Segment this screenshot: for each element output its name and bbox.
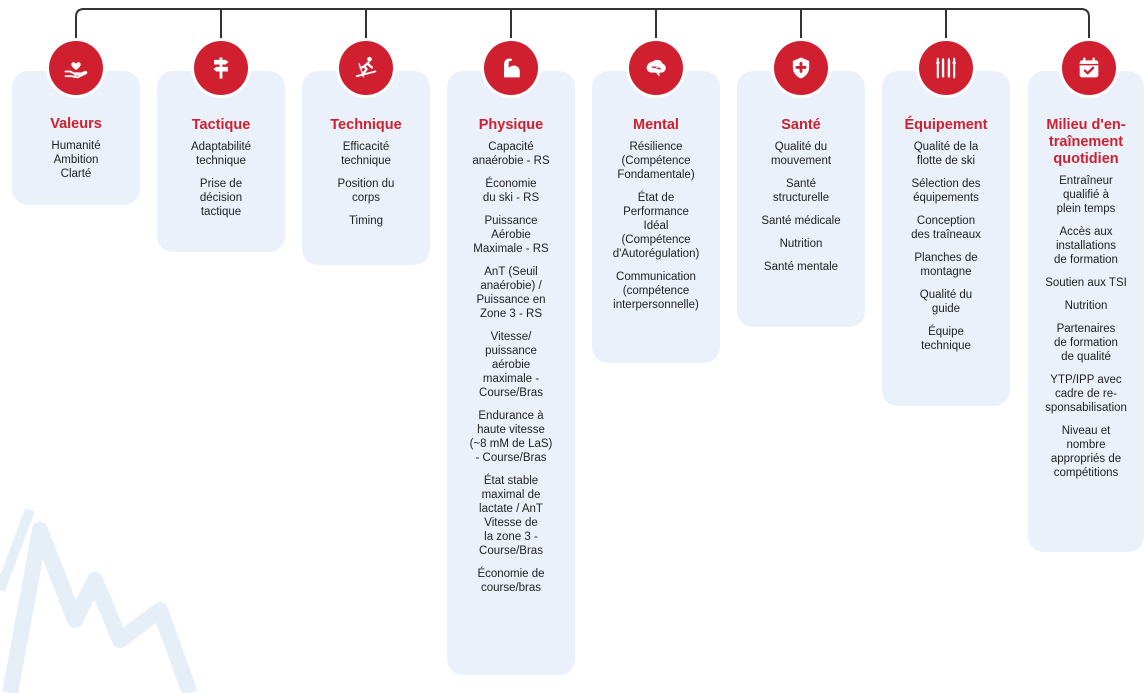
heart-hand-icon — [49, 41, 103, 95]
card-mental: Mental Résilience (Compétence Fondamenta… — [592, 71, 720, 363]
ski-equipment-icon — [919, 41, 973, 95]
card-item: Conception des traîneaux — [911, 215, 981, 241]
card-equipement: Équipement Qualité de la flotte de ski S… — [882, 71, 1010, 406]
calendar-check-icon — [1062, 41, 1116, 95]
card-item: Adaptabilité technique — [190, 141, 252, 167]
card-item: Santé mentale — [763, 261, 839, 273]
card-title: Mental — [633, 117, 679, 133]
card-item: Équipe technique — [921, 326, 971, 352]
card-tactique: Tactique Adaptabilité technique Prise de… — [157, 71, 285, 252]
card-item: Santé médicale — [761, 215, 841, 227]
card-item: Entraîneur qualifié à plein temps — [1056, 175, 1116, 215]
card-item: Timing — [348, 215, 384, 227]
card-title: Technique — [330, 117, 402, 133]
card-valeurs: Valeurs Humanité Ambition Clarté — [12, 71, 140, 205]
card-sante: Santé Qualité du mouvement Santé structu… — [737, 71, 865, 327]
card-title: Valeurs — [50, 116, 102, 132]
card-title: Santé — [781, 117, 821, 133]
health-shield-icon — [774, 41, 828, 95]
card-item: Planches de montagne — [914, 252, 978, 278]
card-title: Physique — [478, 117, 544, 133]
card-item: Nutrition — [1064, 300, 1108, 312]
card-item: Qualité du guide — [919, 289, 973, 315]
card-item: Prise de décision tactique — [199, 178, 243, 218]
card-item: Soutien aux TSI — [1045, 277, 1127, 289]
bicep-icon — [484, 41, 538, 95]
card-item: AnT (Seuil anaérobie) / Puissance en Zon… — [476, 266, 546, 320]
skier-icon — [339, 41, 393, 95]
card-item: État de Performance Idéal (Compétence d'… — [612, 192, 700, 260]
card-item: Nutrition — [779, 238, 823, 250]
card-item: Vitesse/ puissance aérobie maximale - Co… — [479, 331, 543, 399]
card-item: Communication (compétence interpersonnel… — [613, 271, 699, 311]
card-item: Qualité du mouvement — [770, 141, 832, 167]
card-item: Capacité anaérobie - RS — [472, 141, 550, 167]
card-technique: Technique Efficacité technique Position … — [302, 71, 430, 265]
card-title: Tactique — [191, 117, 251, 133]
card-item: Endurance à haute vitesse (~8 mM de LaS)… — [469, 410, 553, 464]
card-item: Qualité de la flotte de ski — [913, 141, 979, 167]
card-item: Partenaires de formation de qualité — [1054, 323, 1118, 363]
card-milieu-entrainement: Milieu d'en- traînement quotidien Entraî… — [1028, 71, 1144, 552]
card-item: Niveau et nombre appropriés de compétiti… — [1050, 425, 1122, 479]
card-title: Milieu d'en- traînement quotidien — [1046, 117, 1126, 167]
card-item: Accès aux installations de formation — [1054, 226, 1118, 266]
card-title: Équipement — [904, 117, 988, 133]
card-physique: Physique Capacité anaérobie - RS Économi… — [447, 71, 575, 675]
watermark-graphic — [0, 508, 198, 693]
connector-bracket — [75, 8, 1090, 40]
card-item: Efficacité technique — [341, 141, 391, 167]
card-item: Économie de course/bras — [477, 568, 545, 594]
card-item: Position du corps — [337, 178, 395, 204]
card-item: Puissance Aérobie Maximale - RS — [473, 215, 549, 255]
card-item: Sélection des équipements — [911, 178, 981, 204]
card-item: Santé structurelle — [772, 178, 830, 204]
card-item: Humanité Ambition Clarté — [51, 140, 101, 180]
card-item: Résilience (Compétence Fondamentale) — [617, 141, 695, 181]
brain-icon — [629, 41, 683, 95]
card-item: Économie du ski - RS — [482, 178, 540, 204]
card-item: YTP/IPP avec cadre de re- sponsabilisati… — [1045, 374, 1127, 414]
signpost-icon — [194, 41, 248, 95]
card-item: État stable maximal de lactate / AnT Vit… — [479, 475, 543, 557]
